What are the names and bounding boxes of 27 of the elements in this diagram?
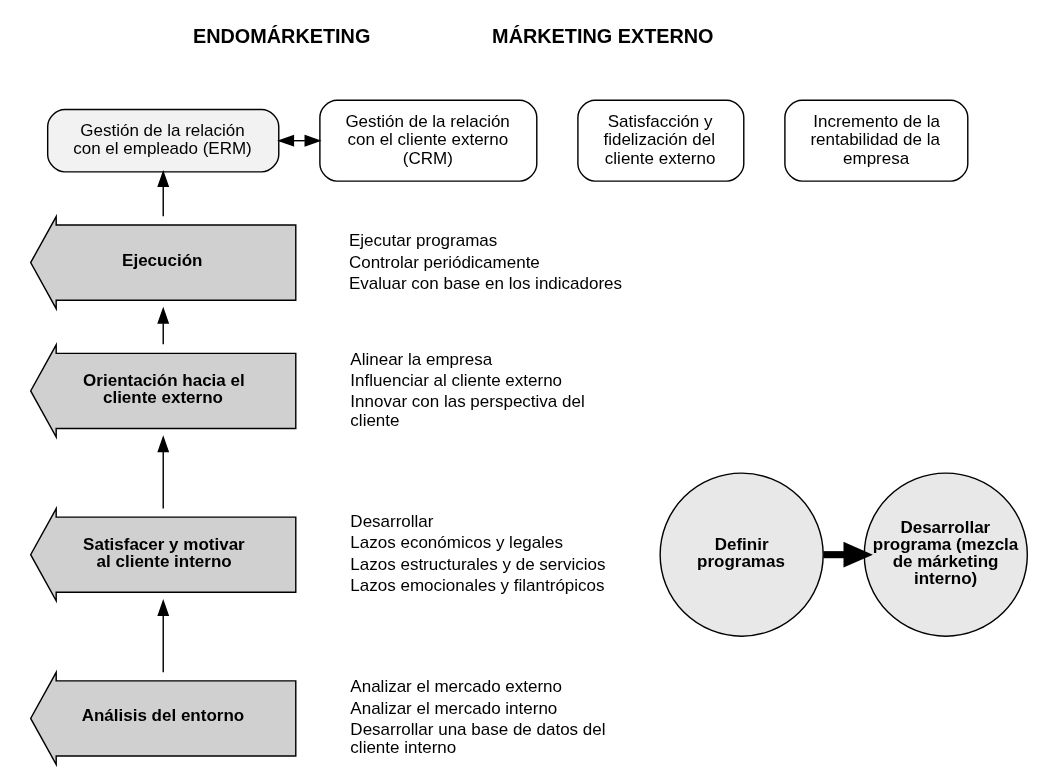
node-box: Satisfacción y fidelización del cliente externo [576, 99, 744, 182]
arrow [156, 306, 169, 345]
node-label: Analizar el mercado interno [349, 698, 557, 718]
arrow [156, 599, 169, 673]
node-label: Innovar con las perspectiva del cliente [349, 392, 585, 430]
node-label: Lazos estructurales y de servicios [349, 554, 605, 574]
label: ENDOMÁRKETING [192, 25, 370, 48]
node-circle: Desarrollar programa (mezcla de márketing interno) [863, 472, 1028, 637]
node-label: Desarrollar [349, 512, 434, 532]
node-label: Controlar periódicamente [348, 252, 540, 272]
node-label: Desarrollar una base de datos del cliente interno [349, 719, 606, 758]
node-box: Incremento de la rentabilidad de la empresa [783, 99, 968, 182]
arrow [822, 541, 873, 568]
arrow [156, 169, 169, 217]
node-label: Alinear la empresa [349, 349, 492, 369]
node-label: Lazos emocionales y filantrópicos [349, 575, 605, 595]
node-label: Evaluar con base en los indicadores [348, 273, 622, 293]
node-label: Influenciar al cliente externo [349, 371, 562, 391]
arrow [156, 435, 169, 510]
label: MÁRKETING EXTERNO [491, 25, 714, 48]
node-label: Analizar el mercado externo [349, 677, 562, 697]
node-box: Gestión de la relación con el empleado (ERM) [46, 108, 279, 173]
node-box: Gestión de la relación con el cliente externo (CRM) [318, 99, 537, 182]
node-label: Lazos económicos y legales [349, 533, 563, 553]
arrow [276, 134, 322, 147]
node-circle: Definir programas [658, 472, 824, 637]
node-label: Ejecutar programas [348, 231, 497, 251]
